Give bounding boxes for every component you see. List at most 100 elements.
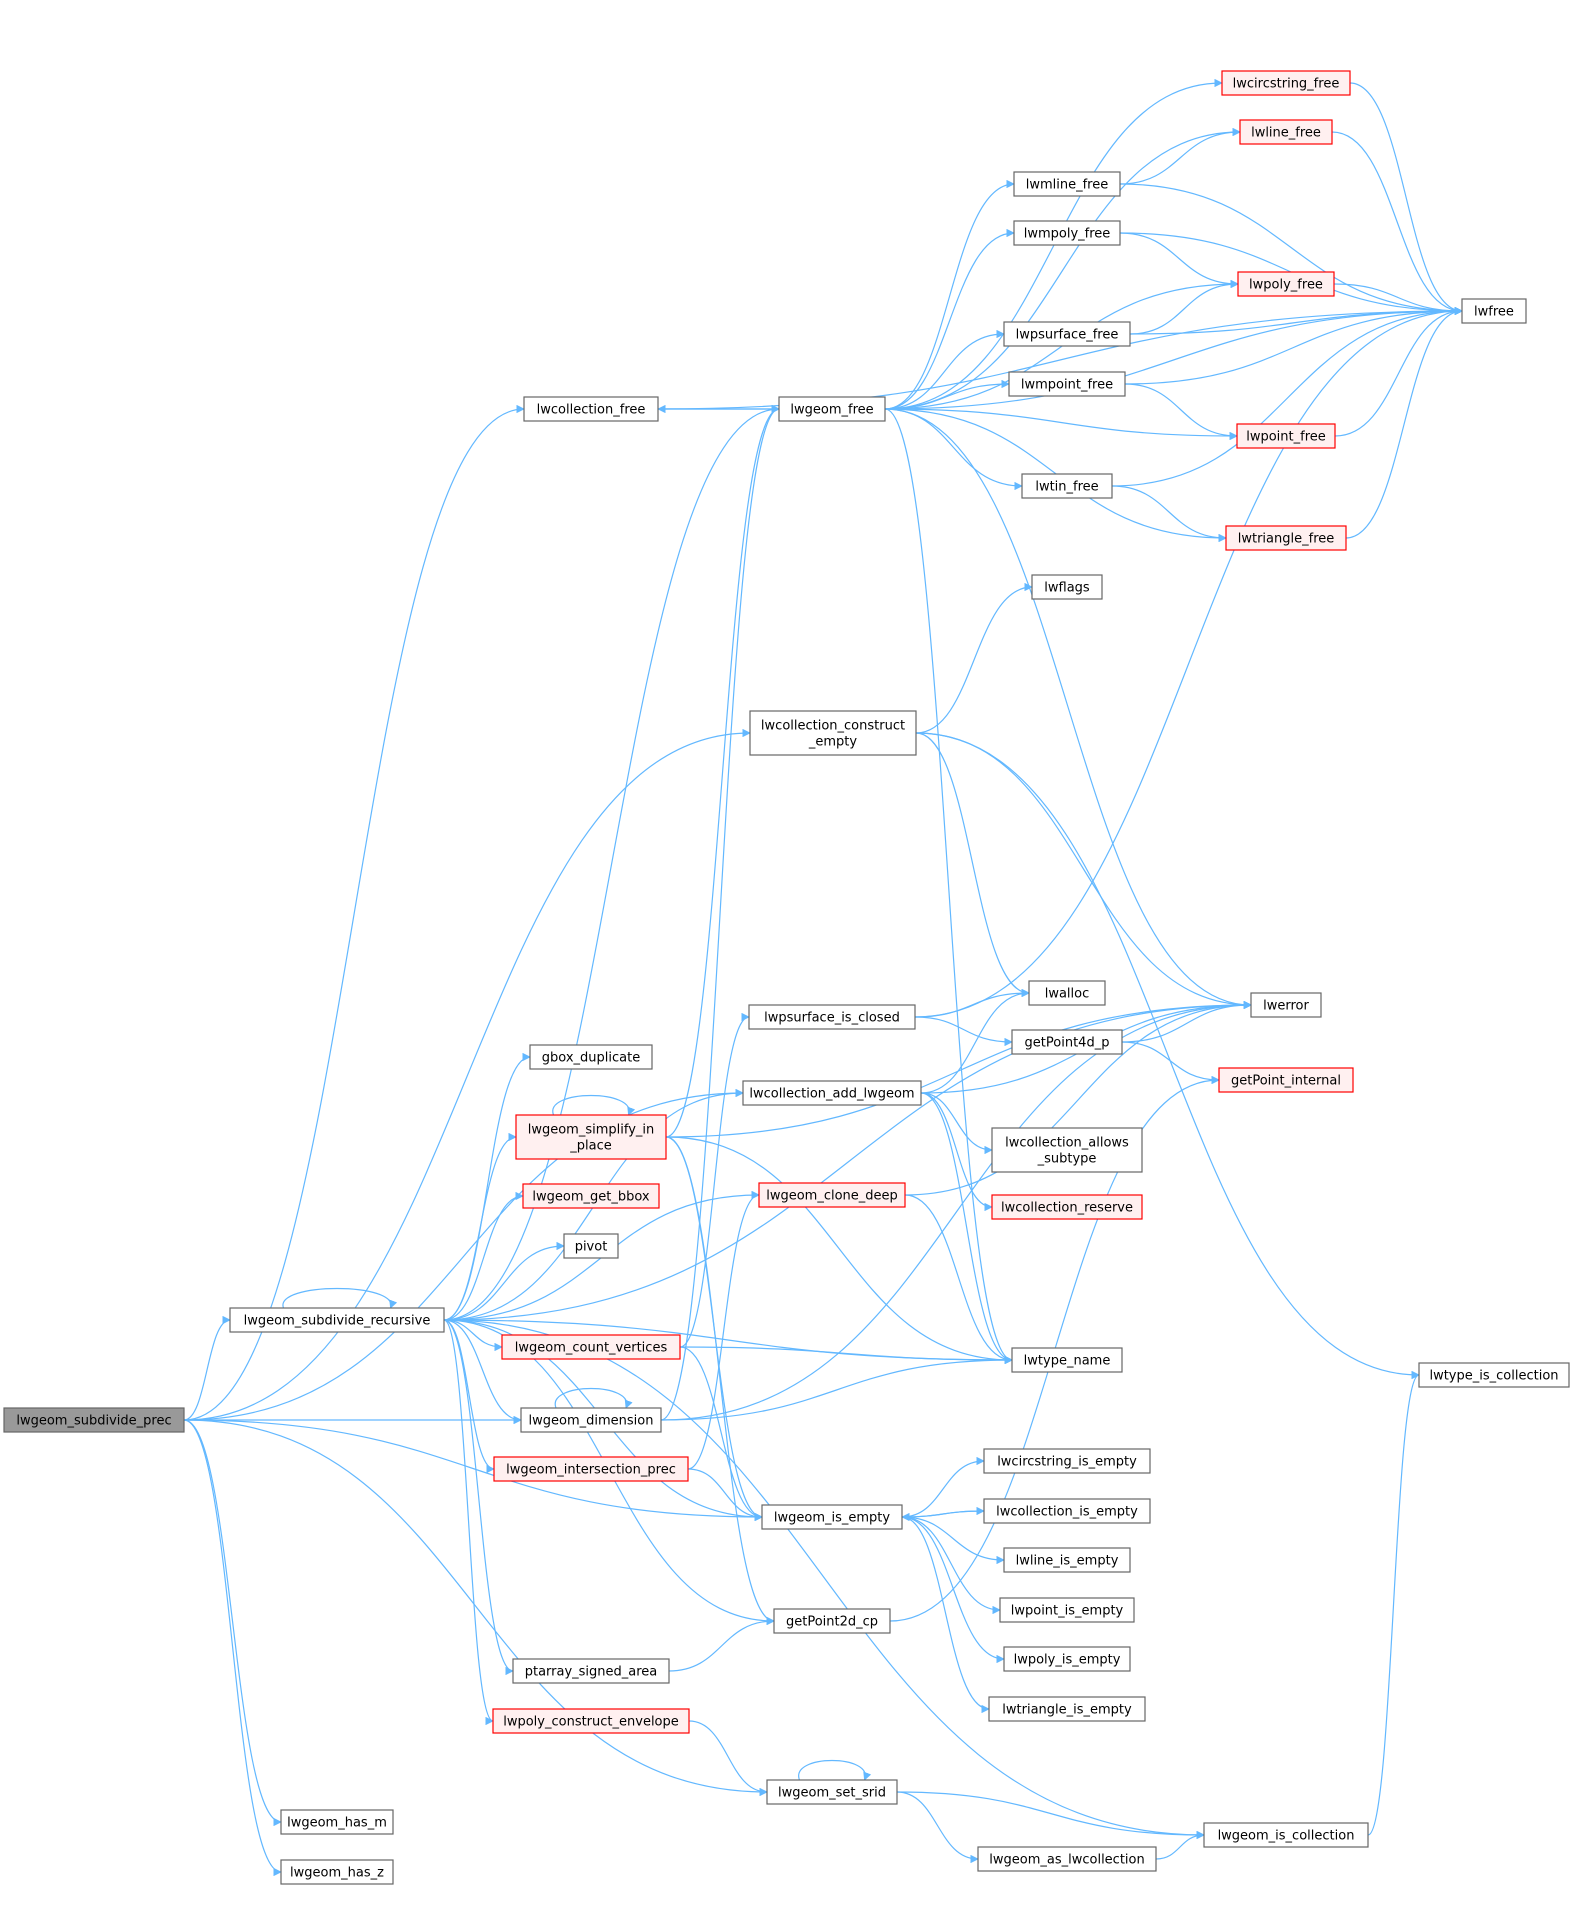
- node-lwgeom-subdivide-prec[interactable]: lwgeom_subdivide_prec: [3, 1407, 185, 1433]
- node-lwcollection-free[interactable]: lwcollection_free: [523, 396, 659, 422]
- edge-lwpsurface_is_closed-to-getPoint4d_p: [914, 1016, 1013, 1047]
- node-lwgeom-simplify-in-place[interactable]: lwgeom_simplify_in_place: [515, 1114, 667, 1160]
- edge-lwgeom_set_srid-to-lwgeom_as_lwcollection: [896, 1791, 979, 1864]
- node-lwfree[interactable]: lwfree: [1461, 298, 1527, 324]
- node-label: lwpsurface_free: [1016, 328, 1119, 343]
- node-box: [563, 1233, 619, 1259]
- node-lwgeom-has-z[interactable]: lwgeom_has_z: [280, 1859, 394, 1885]
- node-lwerror[interactable]: lwerror: [1250, 992, 1322, 1018]
- node-box: [758, 1182, 906, 1208]
- node-lwgeom-subdivide-recursive[interactable]: lwgeom_subdivide_recursive: [229, 1307, 445, 1333]
- node-lwline-free[interactable]: lwline_free: [1239, 119, 1333, 145]
- node-lwpsurface-free[interactable]: lwpsurface_free: [1003, 321, 1131, 347]
- node-box: [1461, 298, 1527, 324]
- node-lwgeom-is-collection[interactable]: lwgeom_is_collection: [1203, 1822, 1369, 1848]
- node-box: [523, 396, 659, 422]
- node-label: lwgeom_set_srid: [778, 1786, 886, 1801]
- node-lwalloc[interactable]: lwalloc: [1028, 980, 1106, 1006]
- node-lwgeom-intersection-prec[interactable]: lwgeom_intersection_prec: [493, 1456, 689, 1482]
- node-lwgeom-clone-deep[interactable]: lwgeom_clone_deep: [758, 1182, 906, 1208]
- node-label: getPoint4d_p: [1025, 1036, 1110, 1051]
- node-lwgeom-dimension[interactable]: lwgeom_dimension: [520, 1407, 662, 1433]
- node-label: lwline_is_empty: [1016, 1554, 1119, 1569]
- node-getPoint-internal[interactable]: getPoint_internal: [1218, 1067, 1354, 1093]
- node-pivot[interactable]: pivot: [563, 1233, 619, 1259]
- node-ptarray-signed-area[interactable]: ptarray_signed_area: [512, 1658, 670, 1684]
- node-lwpsurface-is-closed[interactable]: lwpsurface_is_closed: [748, 1004, 916, 1030]
- node-label: lwgeom_clone_deep: [766, 1189, 898, 1204]
- edge-ptarray_signed_area-to-getPoint2d_cp: [668, 1616, 775, 1672]
- node-box: [1237, 271, 1335, 297]
- edge-lwgeom_subdivide_recursive-to-lwgeom_subdivide_recursive: [282, 1287, 398, 1309]
- edge-lwcollection_add_lwgeom-to-lwcollection_reserve: [920, 1092, 993, 1212]
- node-lwgeom-as-lwcollection[interactable]: lwgeom_as_lwcollection: [977, 1846, 1157, 1872]
- node-lwmline-free[interactable]: lwmline_free: [1013, 171, 1121, 197]
- node-lwcollection-is-empty[interactable]: lwcollection_is_empty: [983, 1498, 1151, 1524]
- edge-lwgeom_is_empty-to-lwcircstring_is_empty: [901, 1456, 985, 1518]
- node-box: [1013, 220, 1121, 246]
- node-lwpoint-free[interactable]: lwpoint_free: [1236, 423, 1336, 449]
- edge-lwgeom_free-to-lwerror: [884, 408, 1252, 1010]
- node-lwcollection-reserve[interactable]: lwcollection_reserve: [991, 1194, 1143, 1220]
- node-lwcollection-allows-subtype[interactable]: lwcollection_allows_subtype: [991, 1127, 1143, 1173]
- node-label: lwpoint_free: [1246, 430, 1326, 445]
- node-lwmpoint-free[interactable]: lwmpoint_free: [1008, 371, 1126, 397]
- node-lwtin-free[interactable]: lwtin_free: [1021, 473, 1113, 499]
- node-box: [512, 1658, 670, 1684]
- node-box: [999, 1597, 1135, 1623]
- edge-lwgeom_subdivide_recursive-to-lwgeom_get_bbox: [443, 1191, 524, 1321]
- node-box: [1239, 119, 1333, 145]
- node-box: [1250, 992, 1322, 1018]
- node-lwmpoly-free[interactable]: lwmpoly_free: [1013, 220, 1121, 246]
- node-label: lwpoly_is_empty: [1014, 1653, 1121, 1668]
- edge-lwgeom_set_srid-to-lwgeom_is_collection: [896, 1791, 1205, 1840]
- node-box: [493, 1456, 689, 1482]
- node-box: [983, 1498, 1151, 1524]
- node-label: lwgeom_get_bbox: [532, 1190, 650, 1205]
- node-getPoint2d-cp[interactable]: getPoint2d_cp: [773, 1608, 891, 1634]
- node-label: lwcollection_construct: [761, 719, 905, 734]
- edge-lwgeom_free-to-lwpoint_free: [884, 408, 1238, 441]
- node-lwtriangle-is-empty[interactable]: lwtriangle_is_empty: [988, 1696, 1146, 1722]
- node-lwpoly-construct-envelope[interactable]: lwpoly_construct_envelope: [492, 1708, 690, 1734]
- node-lwgeom-is-empty[interactable]: lwgeom_is_empty: [761, 1504, 903, 1530]
- node-label: lwgeom_count_vertices: [515, 1341, 668, 1356]
- node-getPoint4d-p[interactable]: getPoint4d_p: [1011, 1029, 1123, 1055]
- node-lwflags[interactable]: lwflags: [1031, 574, 1103, 600]
- node-lwtype-is-collection[interactable]: lwtype_is_collection: [1418, 1362, 1570, 1388]
- edge-lwgeom_free-to-lwmpoly_free: [884, 228, 1015, 410]
- node-lwcircstring-is-empty[interactable]: lwcircstring_is_empty: [983, 1448, 1151, 1474]
- node-lwtriangle-free[interactable]: lwtriangle_free: [1225, 525, 1347, 551]
- node-label: lwflags: [1044, 581, 1090, 596]
- node-lwgeom-free[interactable]: lwgeom_free: [778, 396, 886, 422]
- node-gbox-duplicate[interactable]: gbox_duplicate: [529, 1044, 653, 1070]
- node-lwgeom-set-srid[interactable]: lwgeom_set_srid: [766, 1779, 898, 1805]
- node-lwcollection-add-lwgeom[interactable]: lwcollection_add_lwgeom: [742, 1080, 922, 1106]
- edge-lwgeom_free-to-lwfree: [884, 306, 1463, 410]
- node-label: lwtin_free: [1035, 480, 1098, 495]
- node-lwgeom-count-vertices[interactable]: lwgeom_count_vertices: [501, 1334, 681, 1360]
- edge-lwgeom_as_lwcollection-to-lwgeom_is_collection: [1155, 1830, 1205, 1860]
- node-lwpoly-is-empty[interactable]: lwpoly_is_empty: [1003, 1646, 1131, 1672]
- edge-lwcircstring_free-to-lwfree: [1349, 82, 1463, 316]
- edge-lwtin_free-to-lwfree: [1111, 306, 1463, 487]
- node-label: lwcollection_free: [537, 403, 646, 418]
- node-label: lwpoly_construct_envelope: [503, 1715, 679, 1730]
- node-lwcircstring-free[interactable]: lwcircstring_free: [1221, 70, 1351, 96]
- node-lwtype-name[interactable]: lwtype_name: [1011, 1347, 1123, 1373]
- node-lwgeom-has-m[interactable]: lwgeom_has_m: [280, 1809, 394, 1835]
- edge-lwgeom_count_vertices-to-lwgeom_is_empty: [679, 1346, 763, 1522]
- node-lwcollection-construct-empty[interactable]: lwcollection_construct_empty: [749, 710, 917, 756]
- node-label: lwgeom_subdivide_prec: [16, 1414, 171, 1429]
- edge-lwgeom_dimension-to-lwerror: [660, 1000, 1252, 1421]
- node-label: ptarray_signed_area: [525, 1665, 658, 1680]
- edge-lwline_free-to-lwfree: [1331, 131, 1463, 316]
- node-lwpoint-is-empty[interactable]: lwpoint_is_empty: [999, 1597, 1135, 1623]
- edge-lwgeom_dimension-to-lwtype_name: [660, 1355, 1013, 1421]
- node-lwline-is-empty[interactable]: lwline_is_empty: [1003, 1547, 1131, 1573]
- node-lwgeom-get-bbox[interactable]: lwgeom_get_bbox: [522, 1183, 660, 1209]
- node-label: lwgeom_has_m: [287, 1816, 387, 1831]
- node-label: lwtype_is_collection: [1429, 1369, 1558, 1384]
- node-lwpoly-free[interactable]: lwpoly_free: [1237, 271, 1335, 297]
- edge-getPoint4d_p-to-getPoint_internal: [1121, 1041, 1220, 1085]
